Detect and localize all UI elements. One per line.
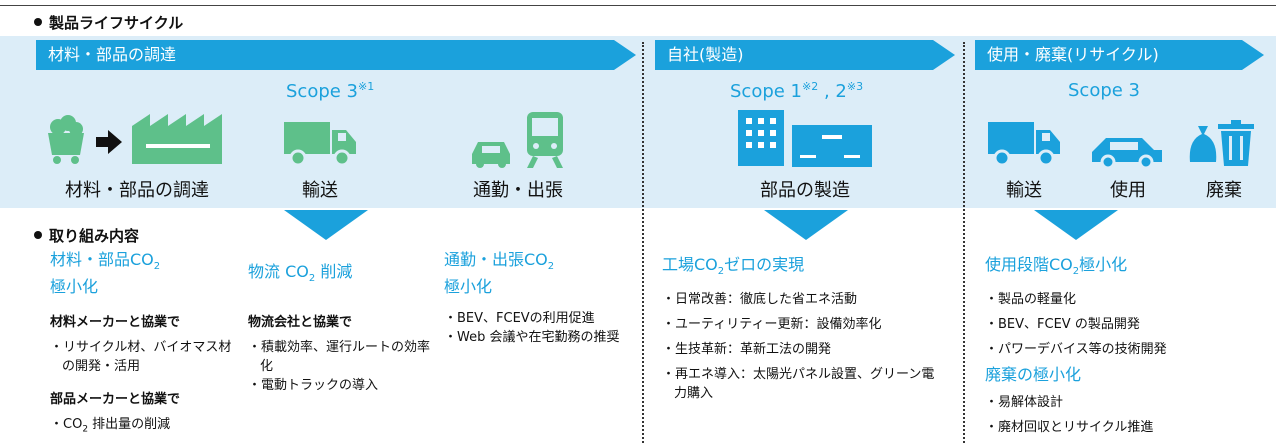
list-item: ・易解体設計 bbox=[985, 395, 1064, 411]
activity-materials: 材料・部品CO2 極小化 材料メーカーと協業で ・リサイクル材、バイオマス材の開… bbox=[50, 250, 240, 440]
truck-icon bbox=[284, 122, 356, 166]
activity-items: ・日常改善：徹底した省エネ活動 ・ユーティリティー更新：設備効率化 ・生技革新：… bbox=[662, 290, 952, 403]
bullet-dot bbox=[34, 18, 42, 26]
stage-banner-procurement: 材料・部品の調達 bbox=[36, 40, 636, 70]
arrow-right-icon bbox=[96, 130, 122, 154]
mine-cart-icon bbox=[48, 115, 84, 164]
activity-commute: 通勤・出張CO2 極小化 ・BEV、FCEVの利用促進 ・Web 会議や在宅勤務… bbox=[444, 250, 624, 347]
car-icon bbox=[472, 142, 510, 168]
stage-divider bbox=[963, 42, 965, 443]
activity-title: 工場CO2ゼロの実現 bbox=[662, 255, 805, 278]
train-icon bbox=[527, 112, 563, 168]
stage-divider bbox=[642, 42, 644, 443]
down-arrow-icon bbox=[1034, 210, 1118, 240]
activity-items: ・積載効率、運行ルートの効率化 ・電動トラックの導入 bbox=[248, 338, 438, 395]
activity-items: ・易解体設計 ・廃材回収とリサイクル推進 bbox=[985, 393, 1270, 437]
activity-title: 材料・部品CO2 極小化 bbox=[50, 250, 161, 297]
caption-transport: 輸送 bbox=[1006, 180, 1042, 201]
down-arrow-icon bbox=[284, 210, 368, 240]
caption-use: 使用 bbox=[1110, 180, 1146, 201]
factory-icon bbox=[132, 114, 222, 164]
activity-title: 使用段階CO2極小化 bbox=[985, 255, 1128, 278]
scope-label-use-disposal: Scope 3 bbox=[1068, 80, 1141, 101]
trash-bin-icon bbox=[1218, 120, 1254, 166]
partner-label: 物流会社と協業で bbox=[248, 315, 353, 331]
activity-items: ・製品の軽量化 ・BEV、FCEV の製品開発 ・パワーデバイス等の技術開発 bbox=[985, 290, 1270, 359]
list-item: ・Web 会議や在宅勤務の推奨 bbox=[444, 330, 620, 346]
car-icon bbox=[1092, 138, 1162, 168]
activity-usage: 使用段階CO2極小化 ・製品の軽量化 ・BEV、FCEV の製品開発 ・パワーデ… bbox=[985, 255, 1270, 443]
caption-procurement: 材料・部品の調達 bbox=[65, 180, 209, 201]
caption-disposal: 廃棄 bbox=[1206, 180, 1242, 201]
list-item: ・生技革新：革新工法の開発 bbox=[662, 342, 832, 358]
list-item: ・リサイクル材、バイオマス材の開発・活用 bbox=[50, 340, 232, 375]
list-item: ・パワーデバイス等の技術開発 bbox=[985, 342, 1167, 358]
factory-building-icon bbox=[792, 125, 872, 167]
van-icon bbox=[988, 122, 1060, 166]
list-item: ・製品の軽量化 bbox=[985, 292, 1077, 308]
activity-factory: 工場CO2ゼロの実現 ・日常改善：徹底した省エネ活動 ・ユーティリティー更新：設… bbox=[662, 255, 952, 409]
activity-items: ・リサイクル材、バイオマス材の開発・活用 bbox=[50, 338, 240, 376]
waste-bag-icon bbox=[1189, 126, 1217, 162]
list-item: ・CO2 排出量の削減 bbox=[50, 417, 171, 435]
caption-manufacturing: 部品の製造 bbox=[760, 180, 850, 201]
scope-label-procurement: Scope 3※1 bbox=[286, 80, 375, 102]
activity-title: 廃棄の極小化 bbox=[985, 365, 1082, 385]
activity-title: 通勤・出張CO2 極小化 bbox=[444, 250, 555, 297]
lifecycle-heading: 製品ライフサイクル bbox=[34, 12, 183, 33]
activities-heading: 取り組み内容 bbox=[34, 225, 139, 246]
office-building-icon bbox=[738, 110, 784, 166]
stage-banner-use-disposal: 使用・廃棄(リサイクル) bbox=[975, 40, 1264, 70]
scope-label-manufacturing: Scope 1※2 , 2※3 bbox=[730, 80, 864, 102]
top-rule bbox=[0, 5, 1276, 6]
partner-label: 材料メーカーと協業で bbox=[50, 315, 181, 331]
list-item: ・電動トラックの導入 bbox=[248, 378, 379, 394]
caption-commute: 通勤・出張 bbox=[473, 180, 563, 201]
list-item: ・積載効率、運行ルートの効率化 bbox=[248, 340, 431, 375]
activity-items: ・BEV、FCEVの利用促進 ・Web 会議や在宅勤務の推奨 bbox=[444, 309, 624, 347]
down-arrow-icon bbox=[764, 210, 848, 240]
activity-title: 物流 CO2 削減 bbox=[248, 262, 353, 285]
partner-label: 部品メーカーと協業で bbox=[50, 392, 181, 408]
caption-transport: 輸送 bbox=[302, 180, 338, 201]
activity-logistics: 物流 CO2 削減 物流会社と協業で ・積載効率、運行ルートの効率化 ・電動トラ… bbox=[248, 262, 438, 395]
list-item: ・廃材回収とリサイクル推進 bbox=[985, 420, 1154, 436]
bullet-dot bbox=[34, 231, 42, 239]
list-item: ・再エネ導入：太陽光パネル設置、グリーン電力購入 bbox=[662, 367, 935, 402]
list-item: ・BEV、FCEVの利用促進 bbox=[444, 311, 595, 327]
list-item: ・日常改善：徹底した省エネ活動 bbox=[662, 292, 858, 308]
list-item: ・ユーティリティー更新：設備効率化 bbox=[662, 317, 882, 333]
list-item: ・BEV、FCEV の製品開発 bbox=[985, 317, 1140, 333]
stage-banner-manufacturing: 自社(製造) bbox=[655, 40, 955, 70]
